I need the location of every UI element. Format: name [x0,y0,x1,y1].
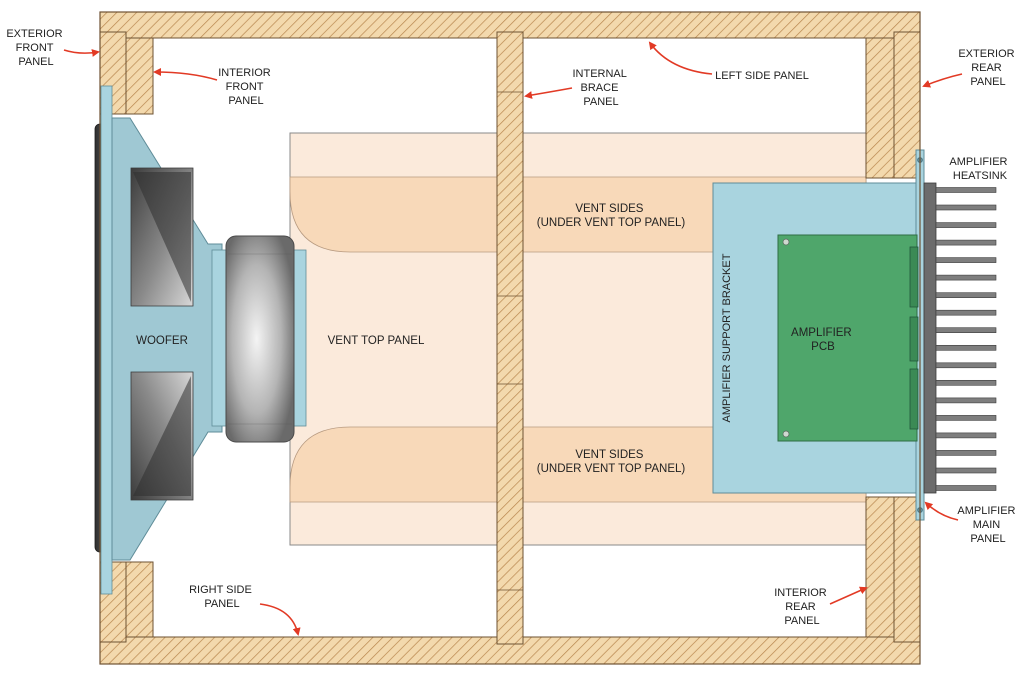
interior-front-panel-top [125,37,154,115]
heatsink-fin [935,327,997,334]
label-interior-front-panel: INTERIOR FRONT PANEL [218,67,274,107]
woofer [94,85,307,595]
internal-brace-panel [496,31,524,645]
label-left-side-panel: LEFT SIDE PANEL [715,70,809,82]
heatsink-fin [935,344,997,351]
label-interior-rear-panel: INTERIOR REAR PANEL [774,587,830,627]
arrow-interior-rear-panel [829,586,868,605]
arrow-exterior-rear-panel [922,73,963,88]
heatsink-fin [935,187,997,193]
amplifier-pcb [777,234,918,442]
label-vent-sides-upper: VENT SIDES (UNDER VENT TOP PANEL) [537,203,686,229]
label-vent-top-panel: VENT TOP PANEL [328,335,425,347]
interior-rear-panel-top [865,37,895,179]
heatsink-fin [935,239,997,246]
label-vent-sides-lower: VENT SIDES (UNDER VENT TOP PANEL) [537,449,686,475]
heatsink-fin [935,397,997,404]
heatsink-fin [935,257,997,263]
arrow-left-side-panel [648,41,713,75]
arrow-right-side-panel [259,603,301,636]
interior-front-panel-bottom [125,561,154,638]
heatsink-fin [935,362,997,369]
cabinet-outline [99,11,921,665]
label-internal-brace-panel: INTERNAL BRACE PANEL [572,68,629,108]
arrow-interior-front-panel [153,68,218,81]
heatsink-fin [935,204,997,211]
heatsink-fin [935,379,997,386]
heatsink-fin [935,222,997,228]
heatsink-fin [935,274,997,281]
label-amplifier-pcb: AMPLIFIER PCB [791,327,855,353]
heatsink-fin [935,485,997,491]
label-amplifier-support-bracket: AMPLIFIER SUPPORT BRACKET [721,253,733,422]
heatsink-fin [935,467,997,474]
amplifier-heatsink [923,182,997,494]
interior-rear-panel-bottom [865,496,895,638]
heatsink-fin [935,292,997,299]
heatsink-fin [935,309,997,316]
label-amplifier-heatsink: AMPLIFIER HEATSINK [949,156,1010,182]
label-exterior-rear-panel: EXTERIOR REAR PANEL [958,48,1017,88]
heatsink-fin [935,432,997,439]
label-woofer: WOOFER [136,335,188,347]
arrow-amplifier-main-panel [924,501,959,521]
heatsink-fin [935,450,997,456]
heatsink-fin [935,415,997,421]
label-right-side-panel: RIGHT SIDE PANEL [189,584,255,610]
arrow-internal-brace-panel [524,87,573,99]
label-exterior-front-panel: EXTERIOR FRONT PANEL [6,28,65,68]
arrow-exterior-front-panel [63,49,100,57]
label-amplifier-main-panel: AMPLIFIER MAIN PANEL [957,505,1018,545]
